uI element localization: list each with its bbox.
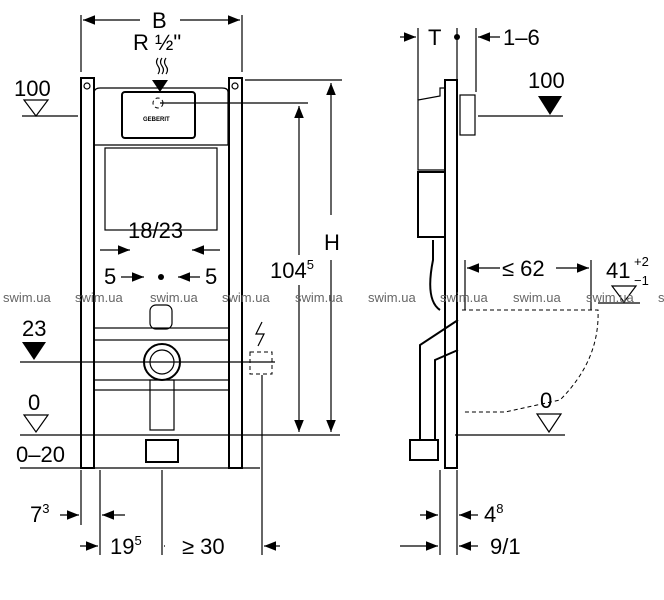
watermark: swim.ua xyxy=(3,290,51,305)
supply-connection-label: R ½" xyxy=(133,30,181,55)
dimension-104-5: 1045 xyxy=(270,257,314,283)
watermark: swim.ua xyxy=(658,290,664,305)
geberit-logo: GEBERIT xyxy=(143,117,170,123)
wall-gap: 1–6 xyxy=(503,25,540,50)
level-0-left: 0 xyxy=(28,390,40,415)
level-100-left: 100 xyxy=(14,76,51,101)
watermark: swim.ua xyxy=(150,290,198,305)
watermark: swim.ua xyxy=(222,290,270,305)
dimension-t: T xyxy=(428,25,441,50)
floor-range: 0–20 xyxy=(16,442,65,467)
seat-tolerance-plus: +2 xyxy=(634,254,649,269)
offset-left-5: 5 xyxy=(104,264,116,289)
seat-tolerance-minus: −1 xyxy=(634,273,649,288)
dimension-7-3: 73 xyxy=(30,501,49,527)
level-0-right: 0 xyxy=(540,388,552,413)
dimension-9-1: 9/1 xyxy=(490,534,521,559)
watermark: swim.ua xyxy=(368,290,416,305)
flush-plate: GEBERIT xyxy=(121,91,196,139)
watermark: swim.ua xyxy=(513,290,561,305)
electric-clearance: ≥ 30 xyxy=(182,534,225,559)
level-100-right: 100 xyxy=(528,68,565,93)
offset-right-5: 5 xyxy=(205,264,217,289)
seat-height: 41 xyxy=(606,258,630,283)
projection-limit: ≤ 62 xyxy=(502,256,545,281)
electric-box xyxy=(249,321,273,375)
dimension-18-23: 18/23 xyxy=(128,218,183,243)
watermarks: swim.ua swim.ua swim.ua swim.ua swim.ua … xyxy=(3,290,664,305)
front-view: GEBERIT B R ½" 100 H 1045 18/ xyxy=(14,8,342,559)
watermark: swim.ua xyxy=(75,290,123,305)
watermark: swim.ua xyxy=(586,290,634,305)
dimension-h: H xyxy=(324,230,340,255)
side-view: T 1–6 100 ≤ 62 41 +2 −1 0 48 9/1 xyxy=(400,25,649,559)
level-23: 23 xyxy=(22,316,46,341)
watermark: swim.ua xyxy=(295,290,343,305)
dimension-4-8: 48 xyxy=(484,501,503,527)
dimension-b: B xyxy=(152,8,167,33)
watermark: swim.ua xyxy=(440,290,488,305)
dimension-19-5: 195 xyxy=(110,533,142,559)
